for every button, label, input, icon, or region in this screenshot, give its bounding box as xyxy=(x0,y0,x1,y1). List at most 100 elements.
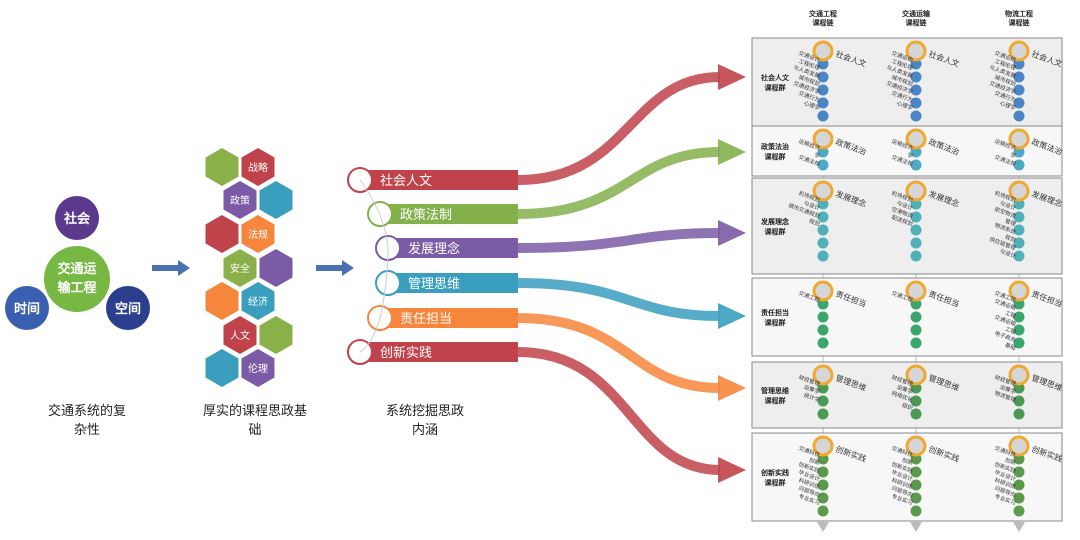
course-dot xyxy=(817,146,829,158)
ribbon-flow-arrow xyxy=(517,347,721,475)
course-dot xyxy=(1013,198,1025,210)
theme-ring xyxy=(905,364,927,386)
ribbon-bar xyxy=(388,273,518,293)
course-dot xyxy=(817,159,829,171)
course-group-name-line1: 责任担当 xyxy=(761,308,789,317)
course-dot xyxy=(817,324,829,336)
course-label: 学 xyxy=(1009,150,1017,160)
course-dot xyxy=(817,298,829,310)
hexagon-label: 法规 xyxy=(248,228,268,241)
course-dot xyxy=(1013,211,1025,223)
hexagon-label: 人文 xyxy=(230,329,250,342)
hexagon xyxy=(205,282,239,320)
hexagon-label: 安全 xyxy=(230,262,250,275)
course-label: 创新 xyxy=(901,456,915,467)
hexagon xyxy=(205,349,239,387)
hexagon-label: 经济 xyxy=(248,295,268,308)
caption-foundation: 厚实的课程思政基础 xyxy=(202,404,307,438)
node-right-label: 空间 xyxy=(115,301,141,317)
course-dot xyxy=(910,298,922,310)
course-group-name-line2: 课程群 xyxy=(765,478,786,487)
course-dot xyxy=(1013,453,1025,465)
course-dot xyxy=(1013,237,1025,249)
course-dot xyxy=(817,337,829,349)
node-right xyxy=(106,286,150,330)
course-dot xyxy=(1013,224,1025,236)
column-down-arrow xyxy=(817,522,829,532)
node-left xyxy=(5,286,49,330)
hexagon xyxy=(223,181,257,219)
hexagon xyxy=(259,316,293,354)
course-dot xyxy=(817,453,829,465)
column-header-line1: 交通运输 xyxy=(902,9,931,18)
column-header-line1: 物流工程 xyxy=(1005,9,1033,18)
ribbon-bar xyxy=(380,308,518,328)
course-dot xyxy=(910,492,922,504)
course-dot xyxy=(817,224,829,236)
theme-ring xyxy=(905,180,927,202)
node-center-label-line2: 输工程 xyxy=(57,280,96,296)
ribbon-flow-arrow xyxy=(517,72,721,185)
course-dot xyxy=(817,97,829,109)
hexagon xyxy=(241,349,275,387)
ribbon-flow-arrow xyxy=(517,313,721,393)
ribbon-arrowhead xyxy=(718,375,746,401)
course-dot xyxy=(1013,84,1025,96)
hexagon-label: 伦理 xyxy=(248,362,268,375)
hexagon xyxy=(205,215,239,253)
column-header-line1: 交通工程 xyxy=(809,9,837,18)
course-dot xyxy=(1013,505,1025,517)
theme-ring xyxy=(905,40,927,62)
hexagon xyxy=(259,249,293,287)
course-dot xyxy=(817,492,829,504)
course-dot xyxy=(817,110,829,122)
course-dot xyxy=(910,453,922,465)
course-dot xyxy=(1013,408,1025,420)
column-header-line2: 课程链 xyxy=(906,18,927,27)
course-dot xyxy=(910,159,922,171)
course-dot xyxy=(910,479,922,491)
course-label: 规划 xyxy=(1004,233,1017,244)
course-group-name-line1: 管理思维 xyxy=(761,386,789,395)
arrow-to-hexes xyxy=(152,260,190,276)
course-dot xyxy=(910,395,922,407)
course-group-name-line2: 课程群 xyxy=(765,227,786,236)
ribbon-label: 社会人文 xyxy=(380,173,432,189)
course-dot xyxy=(1013,324,1025,336)
course-dot xyxy=(817,382,829,394)
node-top-label: 社会 xyxy=(63,211,91,227)
course-dot xyxy=(817,505,829,517)
course-dot xyxy=(910,58,922,70)
theme-ring xyxy=(1008,280,1030,302)
course-dot xyxy=(1013,110,1025,122)
course-dot xyxy=(910,146,922,158)
course-dot xyxy=(817,58,829,70)
course-label: 工程 xyxy=(1004,325,1018,336)
course-dot xyxy=(817,395,829,407)
theme-ring xyxy=(905,435,927,457)
course-group-name-line2: 课程群 xyxy=(765,318,786,327)
hexagon xyxy=(241,215,275,253)
node-left-label: 时间 xyxy=(14,301,40,317)
arrow-to-ribbons xyxy=(316,260,354,276)
course-dot xyxy=(817,71,829,83)
caption-mining: 系统挖掘思政内涵 xyxy=(385,404,464,438)
hexagon xyxy=(241,282,275,320)
course-dot xyxy=(910,250,922,262)
theme-ring xyxy=(1008,128,1030,150)
course-dot xyxy=(1013,479,1025,491)
course-dot xyxy=(817,250,829,262)
course-group-name-line2: 课程群 xyxy=(765,396,786,405)
course-dot xyxy=(817,84,829,96)
node-center xyxy=(44,246,110,312)
column-down-arrow xyxy=(910,522,922,532)
course-dot xyxy=(910,237,922,249)
theme-ring xyxy=(1008,40,1030,62)
course-label: 基础 xyxy=(1004,341,1018,352)
ribbon-arrowhead xyxy=(718,457,746,483)
ribbon-bar xyxy=(380,204,518,224)
course-dot xyxy=(1013,298,1025,310)
course-dot xyxy=(910,466,922,478)
course-dot xyxy=(910,110,922,122)
theme-ring xyxy=(812,40,834,62)
